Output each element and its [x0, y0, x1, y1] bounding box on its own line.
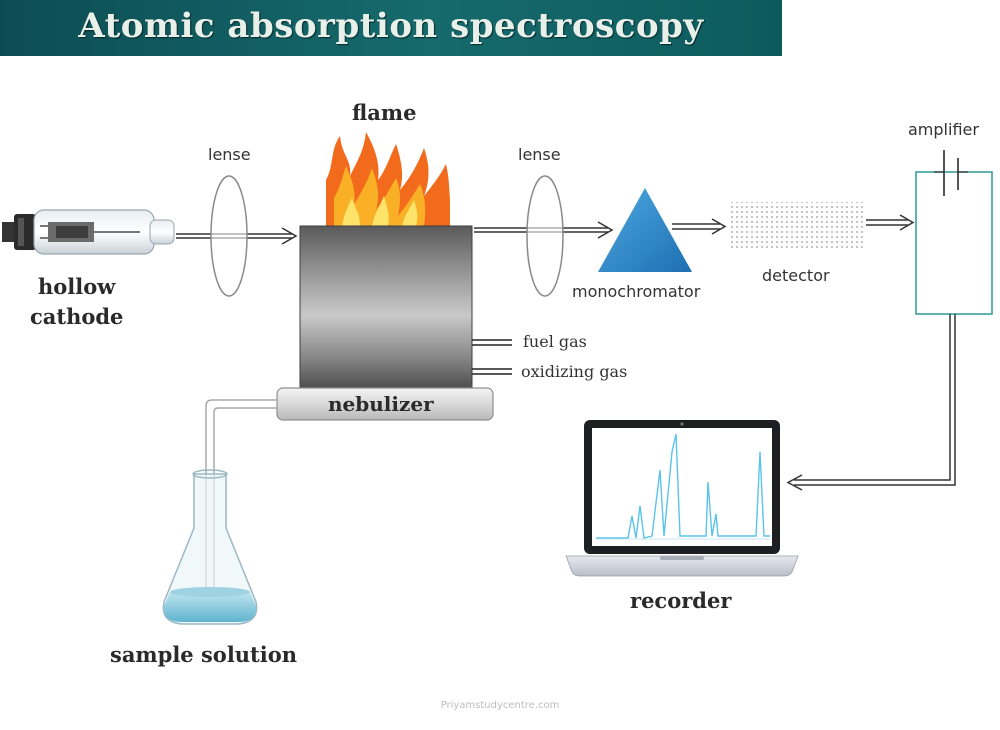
capillary-tube — [205, 399, 277, 590]
monochromator-label: monochromator — [572, 282, 701, 301]
recorder-label: recorder — [630, 588, 732, 613]
fuel-gas-inlet — [472, 339, 512, 346]
fuel-gas-label: fuel gas — [523, 332, 587, 351]
burner-chamber — [299, 225, 473, 389]
amplifier-label: amplifier — [908, 120, 979, 139]
detector-grid — [730, 202, 864, 250]
lense-left-icon — [210, 175, 248, 297]
title-banner — [0, 0, 782, 56]
detector-label: detector — [762, 266, 830, 285]
footer-watermark: Priyamstudycentre.com — [440, 700, 560, 711]
oxidizing-gas-label: oxidizing gas — [521, 362, 628, 381]
beam-arrow-3 — [672, 218, 727, 235]
sample-solution-label: sample solution — [110, 642, 298, 667]
erlenmeyer-flask-icon — [162, 469, 258, 625]
nebulizer-box — [276, 387, 494, 421]
flame-label: flame — [352, 100, 417, 125]
oxidizing-gas-inlet — [472, 368, 512, 375]
hollow-cathode-label-line1: hollow — [38, 274, 116, 299]
spectrum-trace — [596, 433, 770, 539]
lense-right-icon — [526, 175, 564, 297]
signal-arrow — [786, 314, 956, 491]
nebulizer-label: nebulizer — [328, 392, 434, 416]
lense-right-label: lense — [518, 145, 561, 164]
amplifier-icon — [915, 171, 993, 315]
beam-arrow-4 — [866, 214, 915, 231]
laptop-recorder-icon — [565, 420, 799, 577]
hollow-cathode-label-line2: cathode — [30, 304, 124, 329]
hollow-cathode-lamp-icon — [2, 209, 175, 255]
page-title: Atomic absorption spectroscopy — [78, 6, 704, 46]
amplifier-battery-symbol — [934, 150, 968, 196]
monochromator-prism-icon — [598, 188, 692, 272]
lense-left-label: lense — [208, 145, 251, 164]
flame-icon — [326, 132, 450, 226]
